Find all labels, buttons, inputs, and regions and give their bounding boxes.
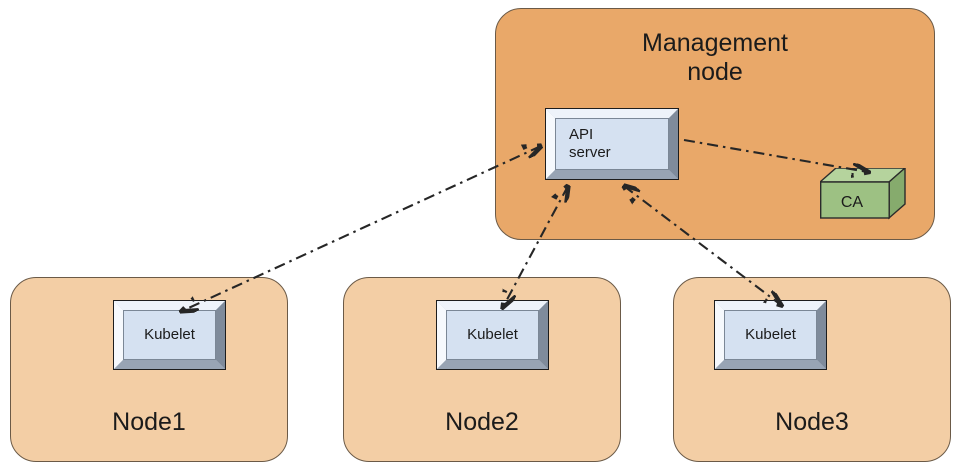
node-label-2: Node2 <box>445 408 519 436</box>
kubelet-label-3: Kubelet <box>745 326 796 343</box>
kubelet-label-2: Kubelet <box>467 326 518 343</box>
api-server-box[interactable]: API server <box>545 108 679 180</box>
kubelet-box-1[interactable]: Kubelet <box>113 300 226 370</box>
kubelet-box-2[interactable]: Kubelet <box>436 300 549 370</box>
node-label-3: Node3 <box>775 408 849 436</box>
api-server-inner <box>555 118 669 170</box>
node-label-1: Node1 <box>112 408 186 436</box>
kubelet-box-3[interactable]: Kubelet <box>714 300 827 370</box>
kubelet-label-1: Kubelet <box>144 326 195 343</box>
api-server-label: API server <box>569 126 611 161</box>
ca-label: CA <box>840 194 864 211</box>
ca-cuboid[interactable]: CA <box>820 168 906 220</box>
management-node-label: Management node <box>642 29 788 86</box>
